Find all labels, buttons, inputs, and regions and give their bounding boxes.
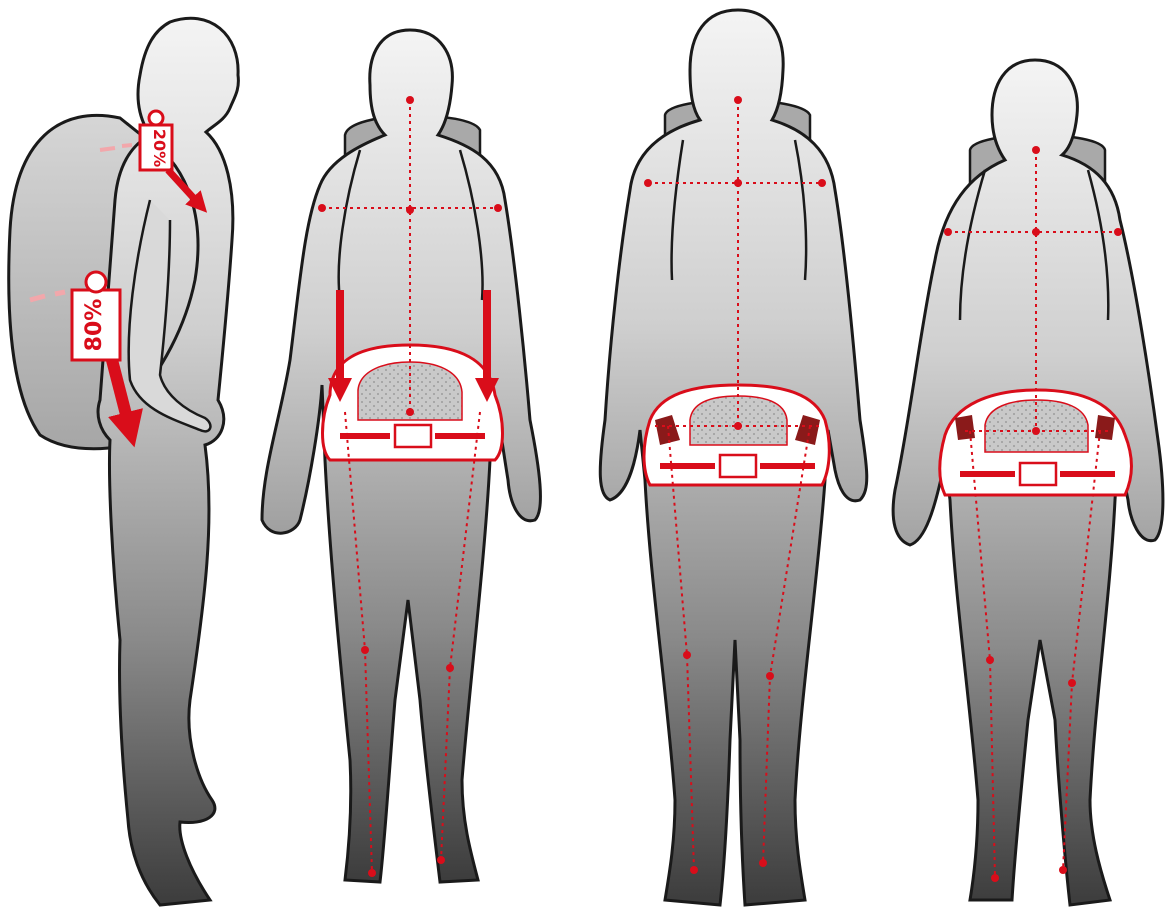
figure-back-view-2 (600, 10, 867, 905)
figure-side-view: 20% 80% (9, 18, 239, 905)
shoulder-load-label: 20% (150, 129, 169, 167)
hip-load-label: 80% (82, 299, 107, 352)
hipbelt-3 (940, 390, 1132, 495)
hipbelt-1 (323, 345, 503, 460)
figure-back-view-3 (893, 60, 1163, 905)
figure-back-view-1 (262, 30, 540, 882)
